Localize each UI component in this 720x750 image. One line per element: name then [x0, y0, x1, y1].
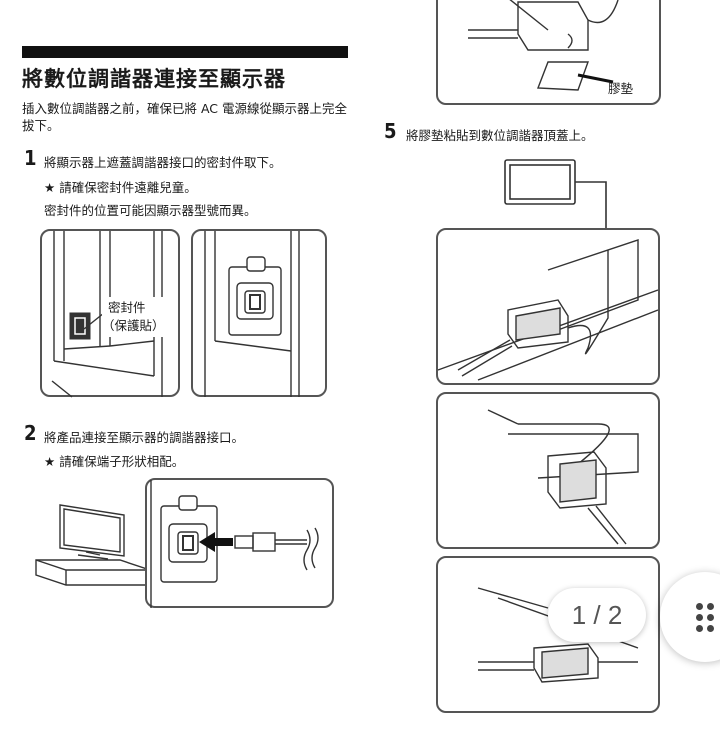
seal-location-drawing [51, 231, 166, 398]
tuner-port-illustration [191, 229, 327, 397]
pad-label: 膠墊 [608, 81, 634, 96]
tuner-port-drawing [204, 231, 300, 397]
step-2-number: 2 [24, 421, 37, 445]
step-5-number: 5 [384, 119, 397, 143]
step-2-note-text: 請確保端子形狀相配。 [59, 454, 185, 469]
step-1-note: ★ 請確保密封件遠離兒童。 [44, 177, 197, 196]
seal-location-illustration: 密封件 （保護貼） [40, 229, 180, 398]
seal-label-sub: （保護貼） [102, 318, 165, 333]
connect-illustration [145, 478, 334, 608]
page-indicator[interactable]: 1 / 2 [548, 588, 646, 642]
step-5-text: 將膠墊粘貼到數位調諧器頂蓋上。 [406, 128, 594, 143]
step-1-note-text: 請確保密封件遠離兒童。 [59, 180, 197, 195]
step-1-extra: 密封件的位置可能因顯示器型號而異。 [44, 203, 257, 218]
attach-illustration-1 [436, 228, 660, 385]
step-2-note: ★ 請確保端子形狀相配。 [44, 451, 184, 470]
page-title: 將數位調諧器連接至顯示器 [22, 67, 286, 91]
star-icon: ★ [44, 454, 56, 469]
attach-illustration-2 [436, 392, 660, 549]
step-1-text: 將顯示器上遮蓋調諧器接口的密封件取下。 [44, 155, 282, 170]
grid-dots-icon [696, 603, 716, 633]
attach-drawing-2 [487, 409, 639, 545]
seal-label: 密封件 [108, 300, 146, 315]
connect-drawing [150, 480, 319, 608]
attach-drawing-1 [437, 239, 659, 381]
intro-text: 插入數位調諧器之前，確保已將 AC 電源線從顯示器上完全拔下。 [22, 101, 348, 133]
pad-drawing [468, 0, 619, 91]
title-bar [22, 46, 348, 58]
step-2-text: 將產品連接至顯示器的調諧器接口。 [44, 430, 245, 445]
pad-illustration: 膠墊 [436, 0, 661, 105]
step-1-number: 1 [24, 146, 37, 170]
star-icon: ★ [44, 180, 56, 195]
